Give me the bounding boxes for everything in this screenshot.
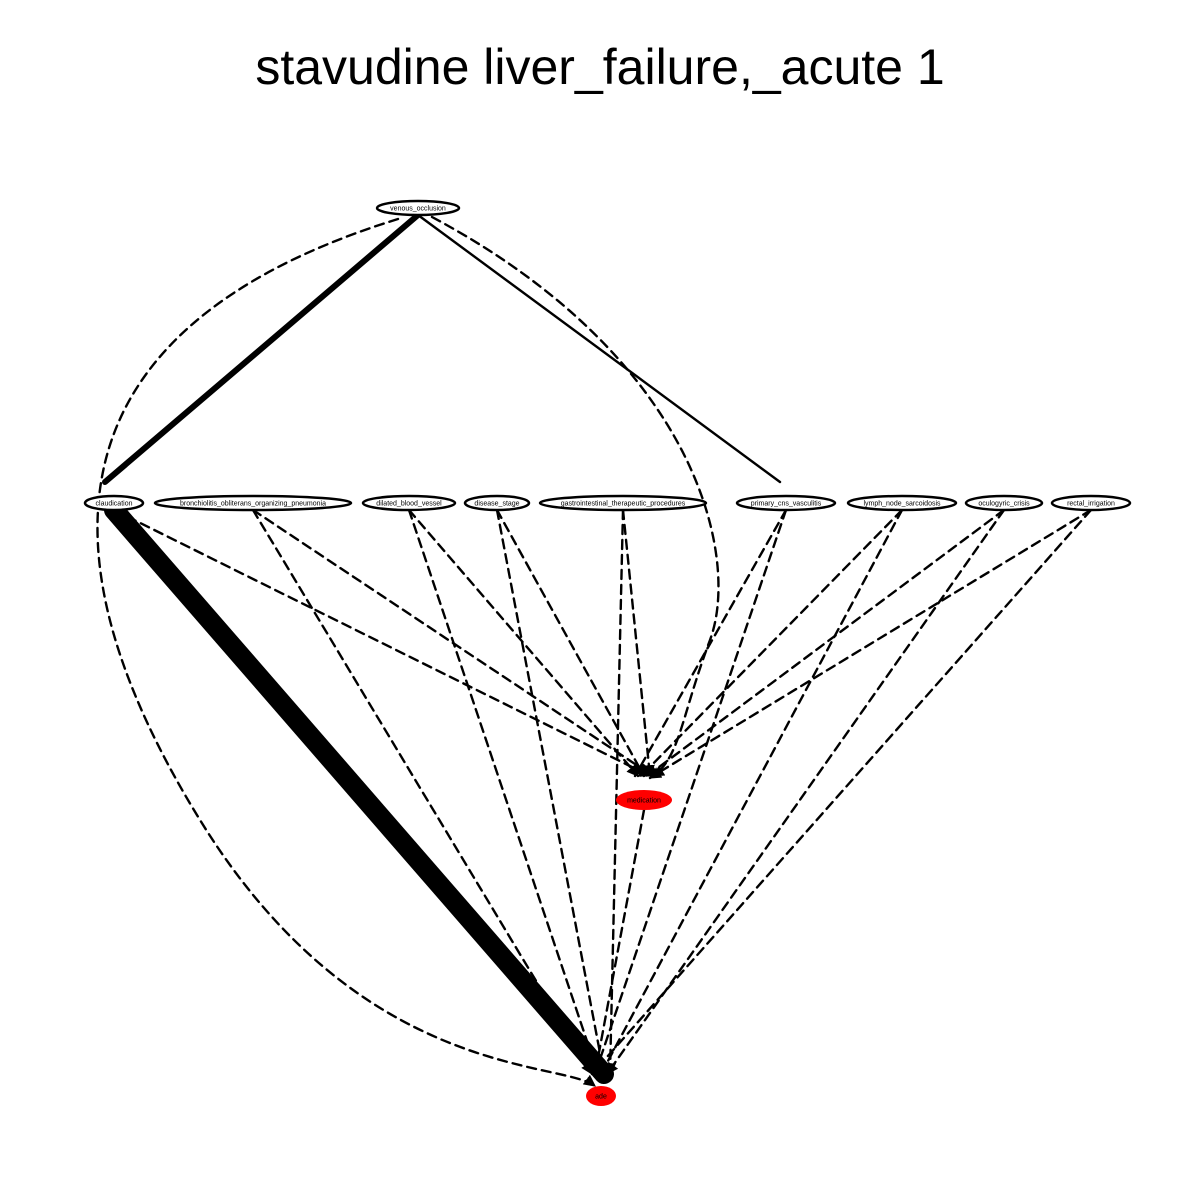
edge-primary_cns_vasculitis-to-medication <box>633 508 788 778</box>
node-label: dilated_blood_vessel <box>376 501 442 508</box>
node-label: rectal_irrigation <box>1067 501 1115 508</box>
node-label: lymph_node_sarcoidosis <box>863 501 941 508</box>
node-dilated_blood_vessel: dilated_blood_vessel <box>361 494 457 512</box>
node-shape <box>463 494 531 512</box>
node-shape <box>1050 494 1132 512</box>
node-shape <box>538 494 708 512</box>
graph-title: stavudine liver_failure,_acute 1 <box>255 39 945 95</box>
node-rectal_irrigation: rectal_irrigation <box>1050 494 1132 512</box>
edge-gastrointestinal-to-medication <box>621 508 655 778</box>
node-primary_cns_vasculitis: primary_cns_vasculitis <box>735 494 837 512</box>
edge-disease_stage-to-ade <box>495 508 608 1076</box>
edge-venous_occlusion-to-primary_cns_vasculitis <box>416 213 782 484</box>
node-shape <box>616 790 672 810</box>
edge-lymph_node_sarcoidosis-to-medication <box>639 508 904 778</box>
node-shape <box>375 199 461 217</box>
node-shape <box>153 494 353 512</box>
node-shape <box>846 494 958 512</box>
edge-oculogyric_crisis-to-ade <box>605 508 1006 1076</box>
node-label: bronchiolitis_obliterans_organizing_pneu… <box>180 501 326 508</box>
node-label: gastrointestinal_therapeutic_procedures <box>561 501 686 508</box>
node-disease_stage: disease_stage <box>463 494 531 512</box>
edge-claudication-to-ade <box>104 500 614 1084</box>
edge-primary_cns_vasculitis-to-ade <box>592 508 788 1076</box>
edge-venous_occlusion-to-claudication <box>102 212 421 485</box>
edge-dilated_blood_vessel-to-ade <box>407 508 601 1076</box>
node-label: oculogyric_crisis <box>978 501 1030 508</box>
edge-gastrointestinal-to-ade <box>604 508 625 1076</box>
edge-dilated_blood_vessel-to-medication <box>407 508 640 778</box>
node-label: venous_occlusion <box>390 206 446 213</box>
node-label: ade <box>595 1094 607 1101</box>
edge-rectal_irrigation-to-medication <box>651 508 1093 778</box>
node-shape <box>83 494 145 512</box>
node-shape <box>586 1086 616 1106</box>
node-label: disease_stage <box>474 501 519 508</box>
node-label: medication <box>627 798 661 805</box>
edge-disease_stage-to-medication <box>495 508 646 778</box>
node-oculogyric_crisis: oculogyric_crisis <box>964 494 1044 512</box>
node-bronchiolitis: bronchiolitis_obliterans_organizing_pneu… <box>153 494 353 512</box>
node-lymph_node_sarcoidosis: lymph_node_sarcoidosis <box>846 494 958 512</box>
node-shape <box>735 494 837 512</box>
edge-medication-to-ade <box>591 808 646 1076</box>
node-claudication: claudication <box>83 494 145 512</box>
node-shape <box>964 494 1044 512</box>
edge-lymph_node_sarcoidosis-to-ade <box>599 508 904 1076</box>
edge-claudication-to-medication <box>112 508 652 778</box>
node-shape <box>361 494 457 512</box>
node-label: primary_cns_vasculitis <box>751 501 822 508</box>
node-medication: medication <box>616 790 672 810</box>
node-label: claudication <box>96 501 133 508</box>
edge-oculogyric_crisis-to-medication <box>645 508 1006 778</box>
edge-rectal_irrigation-to-ade <box>590 508 1093 1076</box>
node-gastrointestinal: gastrointestinal_therapeutic_procedures <box>538 494 708 512</box>
edge-venous_occlusion-to-ade <box>96 217 597 1088</box>
node-venous_occlusion: venous_occlusion <box>375 199 461 217</box>
edge-bronchiolitis-to-ade <box>251 508 594 1076</box>
node-ade: ade <box>586 1086 616 1106</box>
